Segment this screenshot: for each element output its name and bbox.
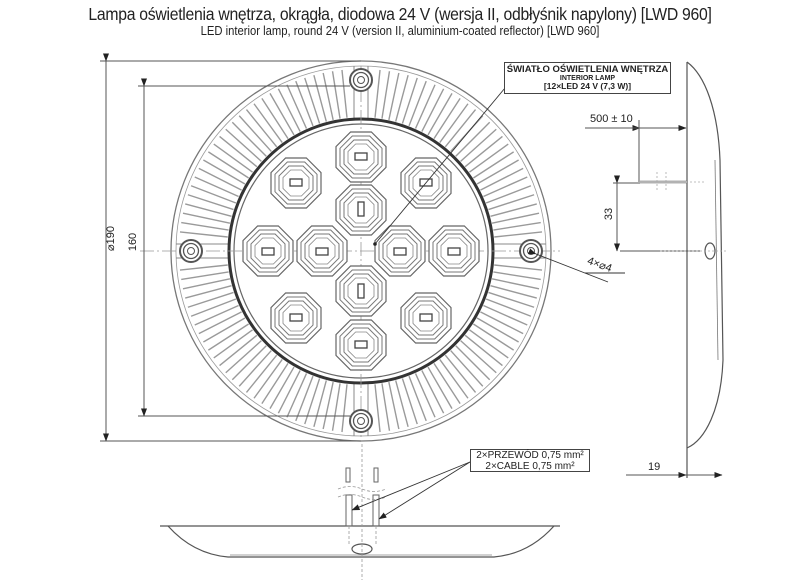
title-english: LED interior lamp, round 24 V (version I… <box>200 24 600 38</box>
cable-label-box: 2×PRZEWÓD 0,75 mm² 2×CABLE 0,75 mm² <box>470 449 590 472</box>
front-view <box>140 60 625 442</box>
dim-cable-offset: 33 <box>603 207 616 221</box>
led-array <box>242 131 480 371</box>
dim-height: 19 <box>648 461 661 473</box>
cable-label-english: 2×CABLE 0,75 mm² <box>485 460 575 472</box>
lamp-label-box: ŚWIATŁO OŚWIETLENIA WNĘTRZA INTERIOR LAM… <box>504 62 671 94</box>
dim-cable-length: 500 ± 10 <box>590 113 633 125</box>
reflector-ribs <box>179 69 543 433</box>
title-polish: Lampa oświetlenia wnętrza, okrągła, diod… <box>88 4 712 24</box>
bottom-view <box>160 444 560 580</box>
side-view <box>640 61 728 478</box>
dim-hole-spacing: 160 <box>127 232 140 252</box>
dimension-lines <box>100 53 723 478</box>
lamp-label-polish: ŚWIATŁO OŚWIETLENIA WNĘTRZA <box>506 64 669 75</box>
cable-label-polish: 2×PRZEWÓD 0,75 mm² <box>476 450 584 461</box>
lamp-label-spec: [12×LED 24 V (7,3 W)] <box>543 81 632 92</box>
lamp-label-english: INTERIOR LAMP <box>559 74 616 82</box>
dim-outer-diameter: ⌀190 <box>104 226 117 251</box>
